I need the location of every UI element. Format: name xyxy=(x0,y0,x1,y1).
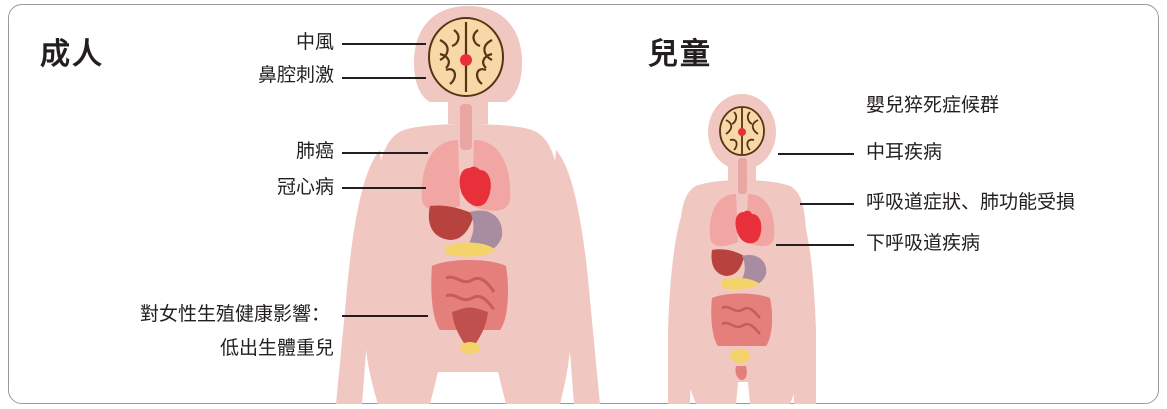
adult-title: 成人 xyxy=(40,40,104,70)
bladder xyxy=(730,349,750,363)
label-lung-cancer: 肺癌 xyxy=(200,140,334,164)
trachea xyxy=(738,158,747,194)
label-low-birth-weight: 低出生體重兒 xyxy=(60,337,334,361)
leader-stroke xyxy=(342,43,426,45)
leader-middle-ear xyxy=(778,153,854,155)
label-middle-ear-disease: 中耳疾病 xyxy=(866,141,942,165)
leader-respiratory xyxy=(800,203,854,205)
label-stroke: 中風 xyxy=(200,31,334,55)
label-nasal-irritation: 鼻腔刺激 xyxy=(200,64,334,88)
leader-reproductive xyxy=(342,315,428,317)
leader-nasal xyxy=(342,77,426,79)
label-coronary-heart-disease: 冠心病 xyxy=(200,176,334,200)
intestine-icon xyxy=(711,294,772,347)
label-respiratory-symptoms: 呼吸道症狀、肺功能受損 xyxy=(866,191,1075,215)
brain-icon xyxy=(720,107,764,155)
label-reproductive-effects: 對女性生殖健康影響： xyxy=(60,303,330,327)
label-lower-respiratory-disease: 下呼吸道疾病 xyxy=(866,232,980,256)
trachea xyxy=(460,104,472,150)
leader-lung-cancer xyxy=(342,152,428,154)
leader-heart xyxy=(342,187,426,189)
brain-icon xyxy=(429,18,503,96)
leader-lower-respiratory xyxy=(776,244,854,246)
label-sids: 嬰兒猝死症候群 xyxy=(866,94,999,118)
child-title: 兒童 xyxy=(648,40,712,70)
